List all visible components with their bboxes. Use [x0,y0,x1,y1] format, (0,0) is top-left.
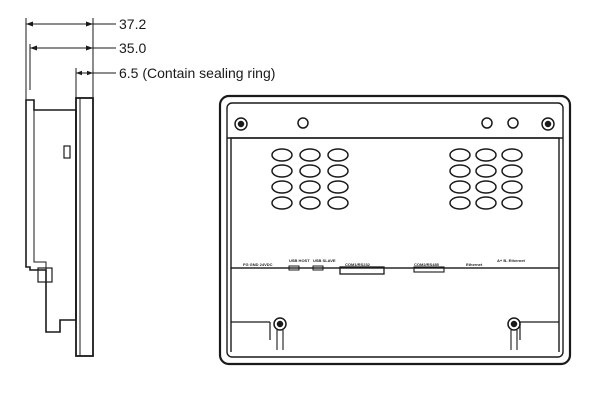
lower-bracket-right [519,321,559,340]
rear-outer-frame [218,94,572,366]
label-ethernet: Ethernet [466,262,483,267]
vent-slot [327,196,349,210]
side-view [25,18,116,357]
usb-host-port-icon [288,265,300,271]
vent-slot [299,164,321,178]
bottom-mount-screws [273,317,521,350]
arrow-body-right [86,45,93,51]
vent-slot [327,164,349,178]
corner-screw-icon [541,117,555,131]
rear-view [218,94,572,366]
bottom-screw-icon [276,320,284,328]
vent-slot [271,164,293,178]
side-foot [37,267,53,283]
label-power-terminal: FG GND 24VDC [243,262,273,267]
corner-screw-icon [237,120,245,128]
label-usb-slave: USB SLAVE [313,258,336,263]
vent-grid-left [271,148,349,210]
side-connector [63,145,71,159]
label-com2: COM2/RS485 [414,262,440,267]
arrow-panel-left [76,70,82,76]
vent-slot [501,164,523,178]
lower-bracket-left [231,321,271,340]
vent-slot [475,196,497,210]
front-bezel-side [75,97,94,357]
label-can: A+ B- Ethernet [497,258,526,263]
vent-slot [327,180,349,194]
vent-slot [501,180,523,194]
arrow-overall-right [86,21,93,27]
label-usb-host: USB HOST [289,258,310,263]
vent-slot [475,164,497,178]
vent-slot [299,180,321,194]
vent-slot [475,148,497,162]
com2-connector-icon [413,266,445,273]
vent-slot [449,196,471,210]
vent-slot [449,164,471,178]
vent-slot [449,148,471,162]
usb-slave-port-icon [312,265,324,271]
label-panel-thickness: 6.5 (Contain sealing ring) [119,65,275,81]
side-housing-inner [33,110,47,270]
vent-slot [449,180,471,194]
rear-inner-frame [226,102,564,358]
vent-slot [475,180,497,194]
top-mount-holes [234,117,555,131]
bottom-screw-icon [273,317,287,331]
vent-slot [271,196,293,210]
label-body-depth: 35.0 [119,40,146,56]
com1-connector-icon [339,266,385,275]
corner-screw-icon [544,120,552,128]
vent-slot [271,148,293,162]
vent-slot [327,148,349,162]
label-com1: COM1/RS232 [345,262,371,267]
vent-slot [501,148,523,162]
hole-icon [507,117,519,129]
vent-slot [299,196,321,210]
rear-housing [230,137,560,269]
hole-icon [481,117,493,129]
vent-slot [271,180,293,194]
bottom-screw-icon [510,320,518,328]
arrow-panel-right [87,70,93,76]
vent-slot [501,196,523,210]
vent-grid-right [449,148,523,210]
arrow-body-left [30,45,37,51]
hole-icon [297,117,309,129]
vent-slot [299,148,321,162]
corner-screw-icon [234,117,248,131]
bottom-screw-icon [507,317,521,331]
arrow-overall-left [26,21,33,27]
label-overall-depth: 37.2 [119,16,146,32]
